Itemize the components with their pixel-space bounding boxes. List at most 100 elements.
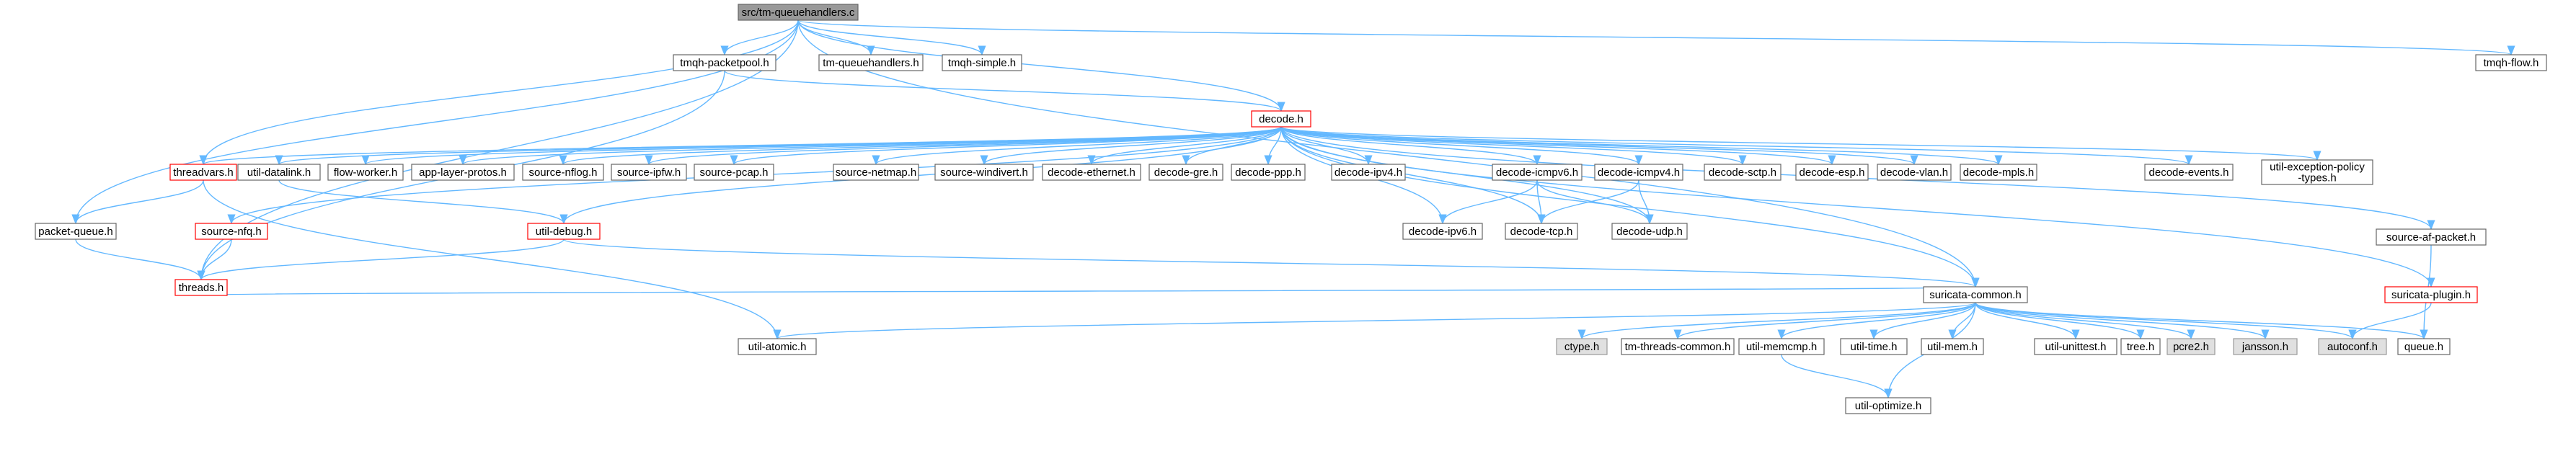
edge-packet-queue-to-threads xyxy=(75,239,205,281)
node-tmqh-flow[interactable]: tmqh-flow.h xyxy=(2475,54,2547,71)
node-label: tm-threads-common.h xyxy=(1625,341,1731,353)
node-decode-gre[interactable]: decode-gre.h xyxy=(1148,164,1223,181)
node-queue[interactable]: queue.h xyxy=(2397,338,2451,355)
node-app-layer-protos[interactable]: app-layer-protos.h xyxy=(411,164,515,181)
node-decode-ppp[interactable]: decode-ppp.h xyxy=(1231,164,1306,181)
node-util-atomic[interactable]: util-atomic.h xyxy=(738,338,817,355)
node-source-ipfw[interactable]: source-ipfw.h xyxy=(611,164,687,181)
node-decode-ethernet[interactable]: decode-ethernet.h xyxy=(1042,164,1141,181)
node-pcre2[interactable]: pcre2.h xyxy=(2166,338,2216,355)
edge-decode-to-source-pcap xyxy=(730,126,1282,166)
node-util-debug[interactable]: util-debug.h xyxy=(527,223,601,240)
edge-suricata-common-to-jansson xyxy=(1975,302,2270,340)
node-label: ctype.h xyxy=(1564,341,1599,353)
node-util-memcmp[interactable]: util-memcmp.h xyxy=(1738,338,1825,355)
node-suricata-common[interactable]: suricata-common.h xyxy=(1923,286,2028,303)
edge-suricata-common-to-pcre2 xyxy=(1975,302,2195,340)
node-decode-tcp[interactable]: decode-tcp.h xyxy=(1505,223,1578,240)
node-tm-threads-common[interactable]: tm-threads-common.h xyxy=(1621,338,1735,355)
node-label: source-windivert.h xyxy=(940,166,1028,179)
edge-threads-to-suricata-common xyxy=(200,285,1976,297)
node-source-netmap[interactable]: source-netmap.h xyxy=(833,164,919,181)
node-decode-udp[interactable]: decode-udp.h xyxy=(1611,223,1688,240)
node-box xyxy=(2233,338,2298,355)
node-tmqh-packetpool[interactable]: tmqh-packetpool.h xyxy=(673,54,776,71)
node-label: source-af-packet.h xyxy=(2386,231,2476,244)
node-util-exception[interactable]: util-exception-policy-types.h xyxy=(2261,159,2373,185)
edge-suricata-common-to-autoconf xyxy=(1975,302,2357,340)
node-decode-esp[interactable]: decode-esp.h xyxy=(1795,164,1869,181)
node-packet-queue[interactable]: packet-queue.h xyxy=(35,223,117,240)
node-autoconf[interactable]: autoconf.h xyxy=(2318,338,2387,355)
node-decode-icmpv4[interactable]: decode-icmpv4.h xyxy=(1594,164,1683,181)
edge-decode-to-decode-sctp xyxy=(1280,126,1747,166)
node-box xyxy=(169,164,237,181)
node-jansson[interactable]: jansson.h xyxy=(2233,338,2298,355)
node-decode-sctp[interactable]: decode-sctp.h xyxy=(1704,164,1781,181)
node-util-time[interactable]: util-time.h xyxy=(1840,338,1908,355)
node-label: decode-sctp.h xyxy=(1709,166,1776,179)
node-box xyxy=(1840,338,1908,355)
node-threadvars[interactable]: threadvars.h xyxy=(169,164,237,181)
node-root[interactable]: src/tm-queuehandlers.c xyxy=(738,4,859,21)
node-label: threadvars.h xyxy=(173,166,233,179)
node-decode-ipv4[interactable]: decode-ipv4.h xyxy=(1331,164,1406,181)
edge-suricata-common-to-util-time xyxy=(1869,302,1976,340)
node-decode-vlan[interactable]: decode-vlan.h xyxy=(1877,164,1952,181)
edge-decode-to-decode-esp xyxy=(1280,126,1836,166)
node-decode-events[interactable]: decode-events.h xyxy=(2144,164,2234,181)
node-suricata-plugin[interactable]: suricata-plugin.h xyxy=(2384,286,2478,303)
node-box xyxy=(411,164,515,181)
node-box xyxy=(195,223,268,240)
node-box xyxy=(2384,286,2478,303)
node-box xyxy=(2318,338,2387,355)
node-decode-mpls[interactable]: decode-mpls.h xyxy=(1960,164,2037,181)
node-source-af-packet[interactable]: source-af-packet.h xyxy=(2376,228,2487,246)
edge-decode-icmpv4-to-decode-udp xyxy=(1638,179,1654,225)
node-util-mem[interactable]: util-mem.h xyxy=(1921,338,1984,355)
node-decode-icmpv6[interactable]: decode-icmpv6.h xyxy=(1492,164,1583,181)
node-box xyxy=(738,4,859,21)
node-flow-worker[interactable]: flow-worker.h xyxy=(327,164,404,181)
edge-suricata-common-to-tree xyxy=(1975,302,2145,340)
node-tm-queuehandlers[interactable]: tm-queuehandlers.h xyxy=(818,54,924,71)
node-source-pcap[interactable]: source-pcap.h xyxy=(694,164,774,181)
node-threads[interactable]: threads.h xyxy=(174,279,228,296)
node-box xyxy=(2166,338,2216,355)
node-source-nflog[interactable]: source-nflog.h xyxy=(522,164,604,181)
node-decode-ipv6[interactable]: decode-ipv6.h xyxy=(1402,223,1483,240)
edge-decode-to-decode-tcp xyxy=(1280,126,1546,225)
edge-decode-icmpv4-to-decode-tcp xyxy=(1537,179,1639,225)
node-label: source-nflog.h xyxy=(528,166,597,179)
node-box xyxy=(833,164,919,181)
node-decode[interactable]: decode.h xyxy=(1251,110,1311,128)
node-box xyxy=(2144,164,2234,181)
node-tmqh-simple[interactable]: tmqh-simple.h xyxy=(942,54,1022,71)
node-label: -types.h xyxy=(2298,172,2336,184)
edge-decode-to-source-ipfw xyxy=(645,126,1282,166)
edge-root-to-tmqh-flow xyxy=(797,19,2515,56)
edge-decode-to-util-debug xyxy=(559,126,1282,225)
node-source-nfq[interactable]: source-nfq.h xyxy=(195,223,268,240)
node-box xyxy=(1505,223,1578,240)
node-tree[interactable]: tree.h xyxy=(2120,338,2161,355)
edge-decode-icmpv6-to-decode-udp xyxy=(1536,179,1654,225)
node-box xyxy=(1960,164,2037,181)
node-box xyxy=(818,54,924,71)
node-util-optimize[interactable]: util-optimize.h xyxy=(1845,397,1931,414)
edge-suricata-common-to-util-memcmp xyxy=(1777,302,1976,340)
node-label: decode-mpls.h xyxy=(1963,166,2034,179)
node-label: decode-ppp.h xyxy=(1235,166,1301,179)
node-box xyxy=(1877,164,1952,181)
node-label: decode-ethernet.h xyxy=(1048,166,1136,179)
node-util-unittest[interactable]: util-unittest.h xyxy=(2034,338,2117,355)
node-source-windivert[interactable]: source-windivert.h xyxy=(934,164,1034,181)
node-ctype[interactable]: ctype.h xyxy=(1556,338,1608,355)
edge-tmqh-packetpool-to-decode xyxy=(724,70,1285,112)
node-label: autoconf.h xyxy=(2327,341,2378,353)
edge-suricata-common-to-ctype xyxy=(1577,302,1976,340)
node-util-datalink[interactable]: util-datalink.h xyxy=(237,164,321,181)
edge-decode-to-source-netmap xyxy=(872,126,1282,166)
node-label: decode-icmpv6.h xyxy=(1496,166,1578,179)
